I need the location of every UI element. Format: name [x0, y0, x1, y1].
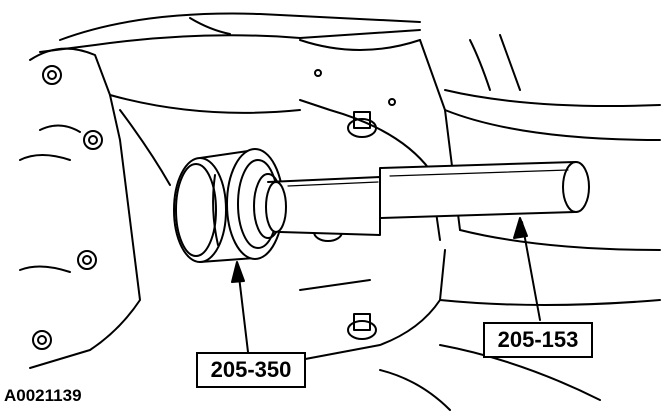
- transmission-case: [19, 12, 421, 369]
- callout-205-350: 205-350: [196, 352, 306, 388]
- case-bolts: [32, 65, 103, 350]
- bolt-2: [83, 130, 103, 150]
- figure-id: A0021139: [4, 386, 82, 405]
- remover-installer-tool: [173, 148, 284, 263]
- callout-205-153: 205-153: [483, 322, 593, 358]
- bolt-1: [42, 65, 62, 85]
- stud-upper: [347, 111, 377, 138]
- bolt-4: [32, 330, 52, 350]
- leader-lines: [231, 217, 541, 353]
- stud-lower: [347, 313, 377, 340]
- bolt-3: [77, 250, 97, 270]
- slide-hammer-tool: [265, 161, 590, 236]
